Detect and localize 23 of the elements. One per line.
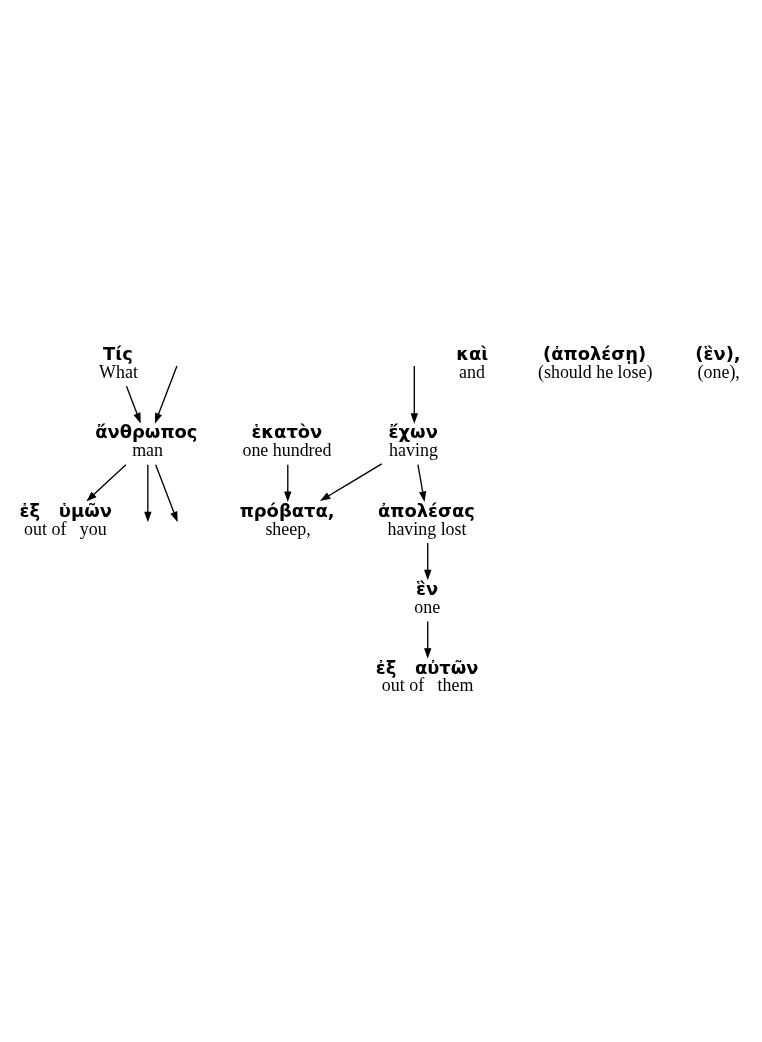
node-text: καὶ and [456,342,489,382]
arrow [424,620,432,659]
node-text: Τίς What [99,342,138,382]
arrow [144,463,152,522]
node-text: ἄνθρωπος man [95,420,198,460]
node-text: ἀπολέσας having lost [377,499,475,539]
node-text: ἔχων having [388,420,438,460]
arrow [154,463,178,522]
arrow [154,364,178,424]
arrow [86,463,127,502]
arrow [410,364,418,424]
arrow [417,463,427,502]
arrow [319,462,383,501]
node-text: ἓν one [414,577,441,617]
node-text: ἐξ αὐτῶν out of them [375,656,479,695]
node-text: πρόβατα, sheep, [239,499,335,539]
node-text: ἐξ ὑμῶν out of you [19,499,112,539]
node-text: (ἀπολέσῃ) (should he lose) [538,342,653,382]
arrow [284,463,292,502]
node-text: ἑκατὸν one hundred [242,420,332,460]
arrow [125,385,141,423]
node-text: (ἓν), (one), [695,342,741,382]
arrow [424,541,432,580]
